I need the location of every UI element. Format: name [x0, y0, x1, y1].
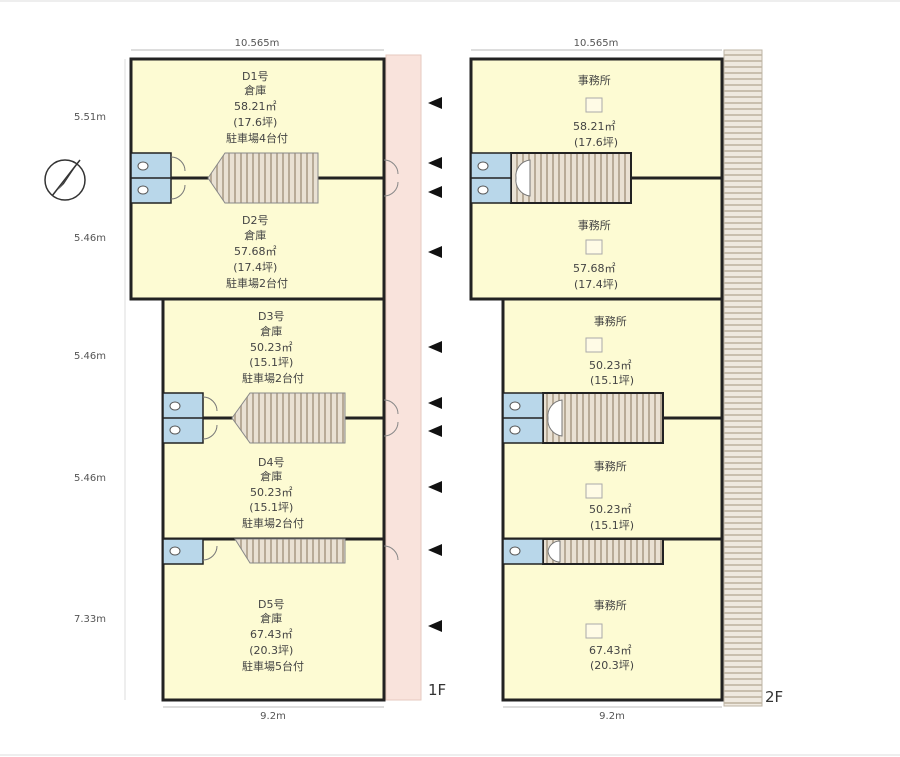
width-top-1f: 10.565m [235, 38, 280, 49]
unit-d5-room [161, 537, 386, 702]
stairs-icon [231, 392, 346, 444]
office-5-label: 事務所 67.43㎡ (20.3坪) [589, 598, 635, 672]
width-bottom-1f: 9.2m [260, 711, 286, 722]
height-label-3: 5.46m [74, 351, 106, 362]
corridor-1f [385, 54, 422, 701]
floor-label-1f: 1F [428, 681, 446, 699]
office-5-room [501, 537, 724, 702]
stairs-icon [207, 152, 319, 204]
floor-2-plan: 10.565m 9.2m 事務所 58.21㎡ (17.6坪) 事務所 57.6… [469, 38, 783, 722]
width-bottom-2f: 9.2m [599, 711, 625, 722]
toilet-icon [162, 392, 218, 444]
width-top-2f: 10.565m [574, 38, 619, 49]
height-label-5: 7.33m [74, 614, 106, 625]
toilet-icon [502, 538, 544, 565]
unit-d2-label: D2号 倉庫 57.68㎡ (17.4坪) 駐車場2台付 [226, 214, 288, 290]
compass-north-icon [44, 159, 86, 201]
stairs-icon [510, 152, 632, 204]
toilet-icon [502, 392, 544, 444]
unit-d4-label: D4号 倉庫 50.23㎡ (15.1坪) 駐車場2台付 [242, 456, 304, 530]
office-2-label: 事務所 57.68㎡ (17.4坪) [573, 218, 619, 291]
toilet-icon [162, 538, 218, 565]
height-label-2: 5.46m [74, 233, 106, 244]
balcony-2f [723, 49, 763, 707]
toilet-icon [130, 152, 186, 204]
height-label-4: 5.46m [74, 473, 106, 484]
office-3-label: 事務所 50.23㎡ (15.1坪) [589, 314, 635, 387]
unit-d1-label: D1号 倉庫 58.21㎡ (17.6坪) 駐車場4台付 [226, 70, 288, 145]
door-icon [383, 159, 399, 561]
stairs-icon [234, 538, 346, 564]
floor-1-plan: 10.565m 9.2m 5.51m 5.46m 5.46m 5.46m 7.3… [74, 38, 446, 722]
office-1-label: 事務所 58.21㎡ (17.6坪) [573, 73, 619, 149]
entrance-arrow-icon [428, 97, 442, 632]
stairs-icon [542, 392, 664, 444]
office-4-label: 事務所 50.23㎡ (15.1坪) [589, 459, 635, 532]
height-label-1: 5.51m [74, 112, 106, 123]
floor-label-2f: 2F [765, 688, 783, 706]
unit-d3-label: D3号 倉庫 50.23㎡ (15.1坪) 駐車場2台付 [242, 310, 304, 385]
stairs-icon [542, 538, 664, 565]
unit-d5-label: D5号 倉庫 67.43㎡ (20.3坪) 駐車場5台付 [242, 598, 304, 673]
toilet-icon [470, 152, 512, 204]
fixture-box [585, 97, 603, 639]
